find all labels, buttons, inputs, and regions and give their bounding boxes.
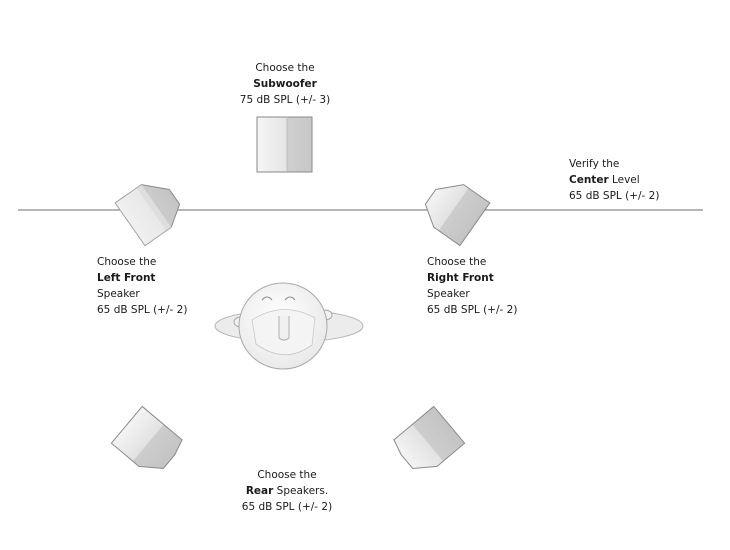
subwoofer-label-name: Subwoofer [253,78,317,90]
rear-label-level: 65 dB SPL (+/- 2) [241,501,333,513]
right-front-label: Choose the Right Front Speaker 65 dB SPL… [427,254,557,318]
center-label-name: Center [569,174,609,186]
left-front-speaker-icon[interactable] [114,173,187,247]
subwoofer-label-line1: Choose the [255,62,315,74]
rear-label: Choose the Rear Speakers. 65 dB SPL (+/-… [207,467,367,515]
right-front-label-level: 65 dB SPL (+/- 2) [427,304,518,316]
center-label-line2: Center Level [569,172,709,188]
subwoofer-icon[interactable] [256,116,313,173]
subwoofer-label: Choose the Subwoofer 75 dB SPL (+/- 3) [205,60,365,108]
rear-label-line2: Rear Speakers. [207,483,367,499]
rear-label-suffix: Speakers. [273,485,329,497]
left-front-label-name: Left Front [97,272,156,284]
rear-left-speaker-icon[interactable] [110,405,185,479]
listener-head-icon [214,282,364,370]
right-front-speaker-icon[interactable] [417,173,491,247]
rear-right-speaker-icon[interactable] [391,405,466,479]
rear-label-line1: Choose the [257,469,317,481]
right-front-label-line3: Speaker [427,288,470,300]
right-front-label-name: Right Front [427,272,494,284]
right-front-label-line1: Choose the [427,256,487,268]
rear-label-name: Rear [245,485,274,497]
left-front-label-line1: Choose the [97,256,157,268]
center-label-line1: Verify the [569,158,620,170]
center-label: Verify the Center Level 65 dB SPL (+/- 2… [569,156,709,204]
left-front-label-level: 65 dB SPL (+/- 2) [97,304,188,316]
left-front-label: Choose the Left Front Speaker 65 dB SPL … [97,254,227,318]
center-label-suffix: Level [608,174,640,186]
left-front-label-line3: Speaker [97,288,140,300]
subwoofer-label-level: 75 dB SPL (+/- 3) [239,94,331,106]
center-label-level: 65 dB SPL (+/- 2) [569,190,660,202]
